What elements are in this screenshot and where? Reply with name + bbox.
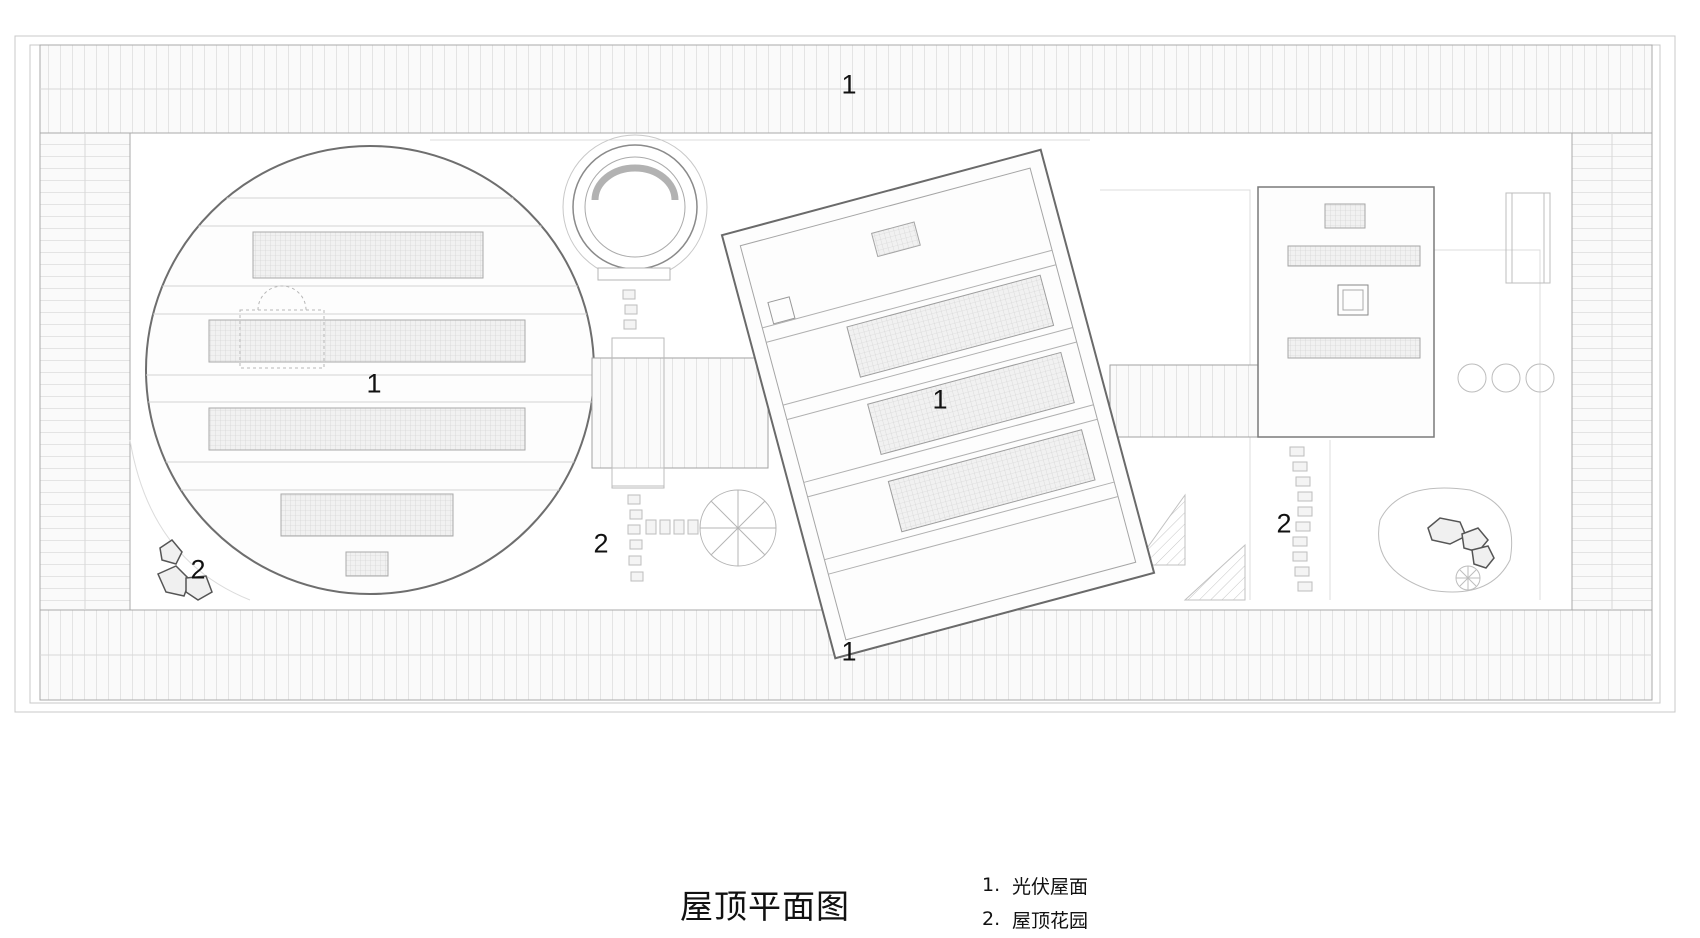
legend-number: 1. (982, 874, 1001, 896)
hatched-ramps (1134, 493, 1246, 601)
pv-roof-band-left (39, 132, 131, 611)
garden-rocks-left (157, 539, 213, 601)
pv-walkway-right (1109, 364, 1259, 438)
pv-roof-band-right (1571, 132, 1653, 611)
pv-walkway-left (591, 337, 769, 489)
roof-plan-drawing (14, 35, 1676, 713)
rotated-pv-roof (720, 148, 1156, 660)
legend-label: 屋顶花园 (1012, 909, 1089, 932)
garden-rocks-right (1427, 517, 1495, 569)
callout-garden-left: 2 (190, 554, 206, 585)
callout-garden-right: 2 (1276, 508, 1292, 539)
callout-pv-roof-circle: 1 (366, 368, 382, 399)
legend-number: 2. (982, 908, 1001, 930)
pv-roof-band-top (39, 44, 1653, 134)
legend-label: 光伏屋面 (1012, 875, 1089, 898)
garden-outlines (129, 139, 1541, 601)
legend-item: 2. 屋顶花园 (982, 902, 1088, 936)
callout-pv-roof-bottom: 1 (841, 636, 857, 667)
gazebo-roof (699, 489, 777, 567)
legend: 1. 光伏屋面 2. 屋顶花园 (982, 868, 1088, 936)
callout-pv-roof-rotated: 1 (932, 384, 948, 415)
circular-pv-roof (145, 145, 595, 595)
callout-garden-center: 2 (593, 528, 609, 559)
callout-pv-roof-top: 1 (841, 69, 857, 100)
square-pv-roof (1257, 186, 1435, 438)
garden-features-right (1378, 192, 1555, 593)
drawing-title: 屋顶平面图 (680, 887, 850, 926)
round-tower (562, 134, 708, 281)
stepping-stones (622, 289, 1313, 592)
legend-item: 1. 光伏屋面 (982, 868, 1088, 902)
